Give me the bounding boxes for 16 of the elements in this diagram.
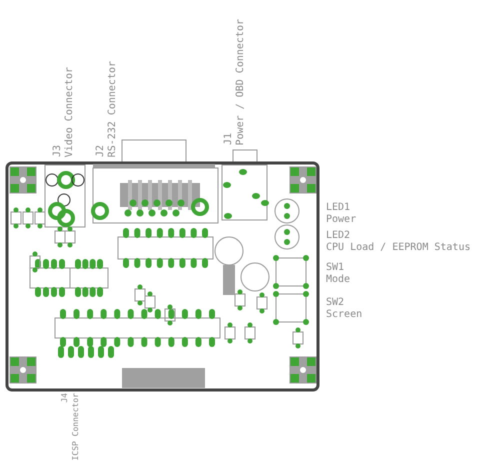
description-label: CPU Load / EEPROM Status (326, 242, 470, 254)
description-label: RS-232 Connector (107, 61, 119, 158)
designator-label: J2 (95, 145, 107, 158)
designator-label: LED2 (326, 230, 350, 242)
description-label: Screen (326, 309, 362, 321)
description-label: Video Connector (64, 67, 76, 158)
designator-label: LED1 (326, 202, 350, 214)
designator-label: SW1 (326, 262, 344, 274)
description-label: ICSP Connector (71, 393, 81, 460)
designator-label: J4 (60, 393, 70, 403)
designator-label: J1 (223, 133, 235, 146)
description-label: Power (326, 214, 356, 226)
description-label: Mode (326, 274, 350, 286)
designator-label: SW2 (326, 297, 344, 309)
designator-label: J3 (52, 145, 64, 158)
description-label: Power / OBD Connector (235, 19, 247, 146)
